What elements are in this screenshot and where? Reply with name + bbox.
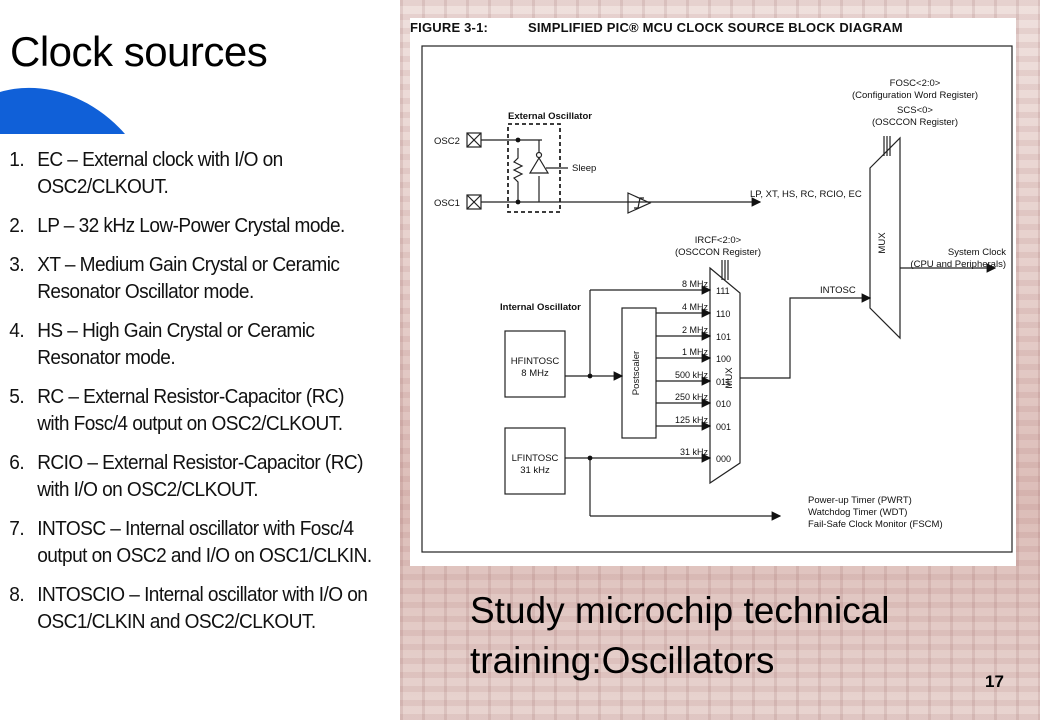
freq-label: 2 MHz: [682, 325, 709, 335]
external-modes-label: LP, XT, HS, RC, RCIO, EC: [750, 189, 862, 200]
mux-code-label: 101: [716, 332, 731, 342]
clock-mode-list: 1.EC – External clock with I/O on OSC2/C…: [0, 146, 400, 647]
hfintosc-freq: 8 MHz: [521, 368, 549, 379]
list-item: 7.INTOSC – Internal oscillator with Fosc…: [9, 517, 372, 567]
mux-code-label: 000: [716, 454, 731, 464]
internal-oscillator-label: Internal Oscillator: [500, 302, 581, 313]
hfintosc-block: [504, 330, 566, 398]
figure-title: SIMPLIFIED PIC® MCU CLOCK SOURCE BLOCK D…: [528, 20, 903, 35]
study-note-line-1: Study microchip technical: [470, 590, 890, 631]
output-label: Watchdog Timer (WDT): [808, 507, 907, 518]
clock-block-diagram: FOSC<2:0> (Configuration Word Register) …: [421, 45, 1013, 553]
fosc-label: FOSC<2:0>: [890, 78, 941, 89]
mux-code-label: 111: [716, 286, 730, 296]
intosc-label: INTOSC: [820, 285, 856, 296]
list-item: 4.HS – High Gain Crystal or Ceramic Reso…: [9, 319, 315, 369]
list-item: 8.INTOSCIO – Internal oscillator with I/…: [9, 583, 368, 633]
blue-swoosh-decoration: [0, 87, 125, 134]
fosc-sub-label: (Configuration Word Register): [852, 90, 978, 101]
hfintosc-name: HFINTOSC: [511, 356, 560, 367]
external-oscillator-label: External Oscillator: [508, 111, 592, 122]
figure-panel: [410, 18, 1016, 566]
freq-label: 1 MHz: [682, 347, 709, 357]
ircf-sub-label: (OSCCON Register): [675, 247, 761, 258]
lfintosc-name: LFINTOSC: [512, 453, 559, 464]
mux-code-label: 010: [716, 399, 731, 409]
freq-label: 125 kHz: [675, 415, 709, 425]
list-item: 6.RCIO – External Resistor-Capacitor (RC…: [9, 451, 363, 501]
mux-code-label: 110: [716, 309, 730, 319]
internal-mux-label: MUX: [724, 367, 735, 389]
postscaler-label: Postscaler: [631, 351, 642, 395]
system-mux-label: MUX: [877, 232, 888, 254]
mux-code-label: 100: [716, 354, 731, 364]
system-clock-sub-label: (CPU and Peripherals): [910, 259, 1006, 270]
freq-label: 500 kHz: [675, 370, 709, 380]
list-item: 5.RC – External Resistor-Capacitor (RC) …: [9, 385, 344, 435]
mux-code-label: 001: [716, 422, 731, 432]
sleep-label: Sleep: [572, 163, 596, 174]
freq-label: 4 MHz: [682, 302, 709, 312]
list-item: 1.EC – External clock with I/O on OSC2/C…: [9, 148, 283, 198]
list-item: 2.LP – 32 kHz Low-Power Crystal mode.: [9, 214, 345, 237]
slide-title: Clock sources: [10, 28, 268, 75]
scs-label: SCS<0>: [897, 105, 933, 116]
figure-caption: FIGURE 3-1: SIMPLIFIED PIC® MCU CLOCK SOU…: [410, 20, 903, 35]
osc2-label: OSC2: [434, 136, 460, 147]
internal-oscillator-mux: [709, 266, 741, 485]
figure-border: [421, 45, 1013, 553]
schmitt-buffer: [627, 192, 652, 214]
freq-label: 250 kHz: [675, 392, 709, 402]
scs-sub-label: (OSCCON Register): [872, 117, 958, 128]
mux-code-label: 011: [716, 377, 730, 387]
study-note-line-2: training:Oscillators: [470, 640, 775, 681]
osc1-label: OSC1: [434, 198, 460, 209]
freq-label: 8 MHz: [682, 279, 709, 289]
lfintosc-block: [504, 427, 566, 495]
ircf-label: IRCF<2:0>: [695, 235, 742, 246]
output-label: Fail-Safe Clock Monitor (FSCM): [808, 519, 943, 530]
freq-label: 31 kHz: [680, 447, 709, 457]
page-number: 17: [985, 672, 1004, 691]
lfintosc-freq: 31 kHz: [520, 465, 550, 476]
output-label: Power-up Timer (PWRT): [808, 495, 912, 506]
study-note: Study microchip technical training:Oscil…: [470, 586, 890, 686]
figure-number: FIGURE 3-1:: [410, 20, 489, 35]
list-item: 3.XT – Medium Gain Crystal or Ceramic Re…: [9, 253, 340, 303]
system-clock-label: System Clock: [948, 247, 1006, 258]
